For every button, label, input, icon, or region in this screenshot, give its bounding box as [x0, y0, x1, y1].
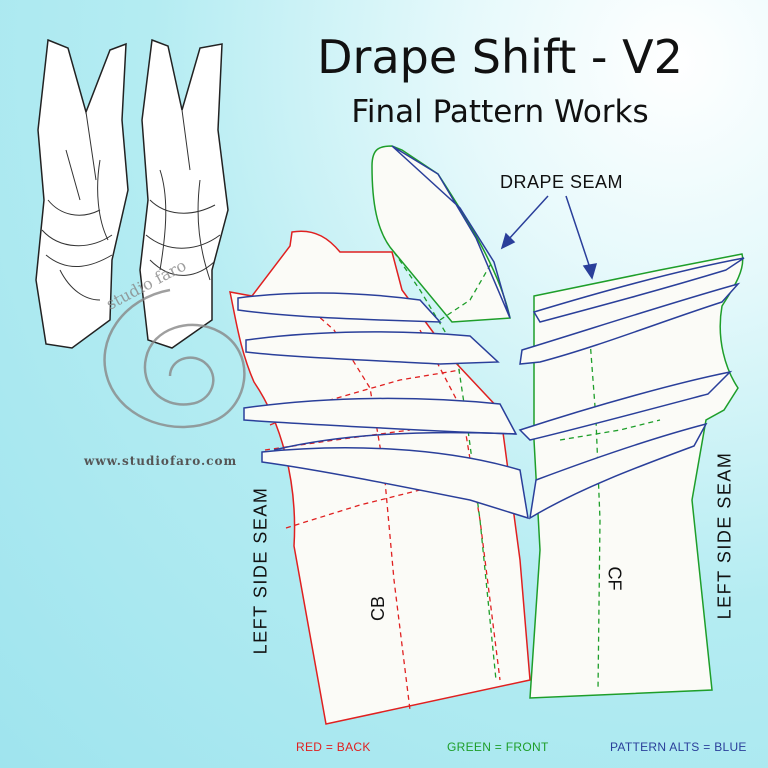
- pattern-alts: [237, 145, 745, 520]
- drape-seam-label: DRAPE SEAM: [500, 172, 624, 192]
- page-subtitle: Final Pattern Works: [351, 94, 649, 130]
- website-url: www.studiofaro.com: [84, 454, 238, 468]
- dress-sketch-front: [35, 38, 129, 349]
- dress-sketch-back: [139, 38, 229, 349]
- center-front-label: CF: [604, 566, 625, 591]
- center-back-label: CB: [368, 595, 389, 622]
- legend-back: RED = BACK: [296, 740, 371, 754]
- legend-alts: PATTERN ALTS = BLUE: [610, 740, 747, 754]
- left-side-seam-front-label: LEFT SIDE SEAM: [714, 451, 735, 620]
- left-side-seam-back-label: LEFT SIDE SEAM: [250, 486, 271, 655]
- drape-seam-arrows: [500, 195, 598, 280]
- front-pattern-piece: [371, 145, 744, 699]
- page-title: Drape Shift - V2: [317, 30, 683, 84]
- legend-front: GREEN = FRONT: [447, 740, 549, 754]
